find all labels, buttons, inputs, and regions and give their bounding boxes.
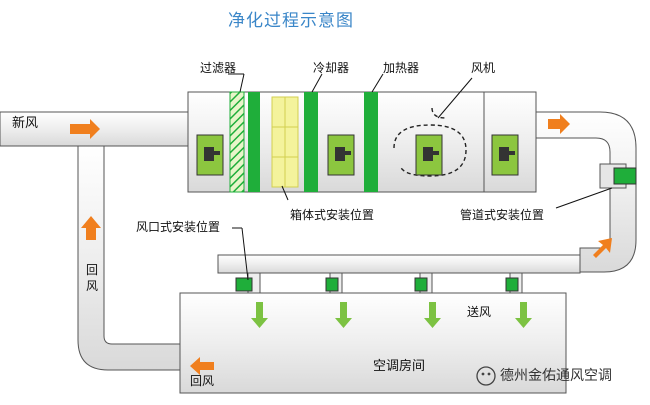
filter-frame (248, 92, 260, 192)
supply-arrow (424, 302, 441, 328)
purifier-icon (415, 134, 443, 176)
ahu-box (187, 91, 537, 193)
supply-arrow (515, 302, 532, 328)
purifier-icon (196, 134, 224, 176)
down-duct-arrow (593, 238, 612, 258)
outlet-purifier-icon (325, 277, 339, 292)
wechat-logo-icon (476, 366, 496, 386)
cooler-bar (304, 92, 318, 192)
label-fresh-air: 新风 (12, 116, 39, 131)
supply-arrow (335, 302, 352, 328)
label-outlet-install: 风口式安装位置 (136, 220, 221, 234)
supply-manifold (217, 254, 581, 274)
outlet-arrow (548, 114, 570, 134)
label-room: 空调房间 (373, 359, 426, 374)
fresh-air-arrow (70, 119, 100, 139)
label-cooler: 冷却器 (313, 61, 350, 75)
outlet-purifier-icon (235, 277, 253, 292)
purifier-icon (327, 134, 355, 176)
label-supply-air: 送风 (467, 305, 492, 319)
outlet-purifier-icon (505, 277, 519, 292)
label-duct-install: 管道式安装位置 (460, 208, 545, 222)
return-up-arrow (81, 216, 101, 240)
duct-purifier-icon (599, 163, 637, 189)
watermark-text: 德州金佑通风空调 (500, 368, 612, 384)
purifier-icon (491, 134, 519, 176)
outlet-duct (535, 111, 637, 273)
label-box-install: 箱体式安装位置 (290, 208, 375, 222)
room-box (179, 292, 567, 394)
filter-element (229, 91, 245, 193)
page-title: 净化过程示意图 (228, 11, 354, 31)
label-fan: 风机 (471, 61, 496, 75)
supply-arrow (251, 302, 268, 328)
label-filter: 过滤器 (200, 61, 237, 75)
label-return-vertical: 回风 (86, 263, 99, 293)
label-heater: 加热器 (383, 61, 420, 75)
return-air-arrow (190, 357, 214, 375)
leader-lines (228, 73, 613, 281)
supply-arrows (251, 302, 532, 328)
flow-arrows (70, 114, 612, 375)
outlet-purifier-icon (414, 277, 428, 292)
return-air-duct (77, 145, 181, 371)
heater-bar (364, 92, 378, 192)
label-return-air: 回风 (190, 374, 215, 388)
